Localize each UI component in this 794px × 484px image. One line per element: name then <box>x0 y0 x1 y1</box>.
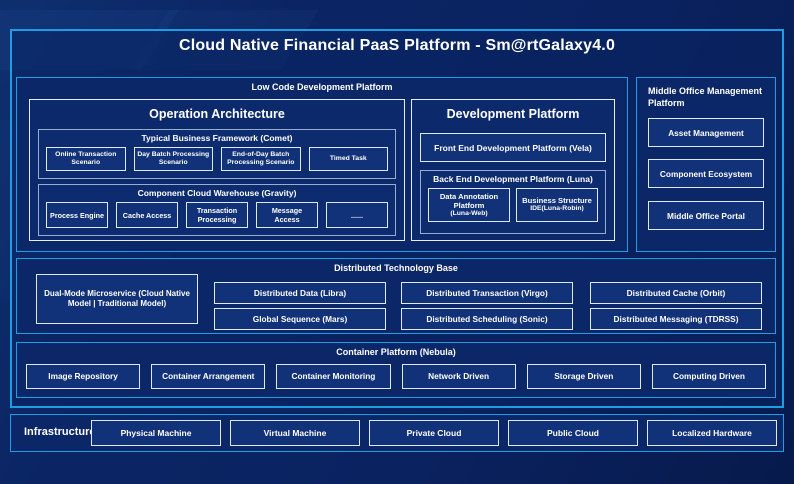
distributed-item-cache-orbit: Distributed Cache (Orbit) <box>590 282 762 304</box>
development-platform-title: Development Platform <box>446 107 580 121</box>
distributed-item-transaction-virgo: Distributed Transaction (Virgo) <box>401 282 573 304</box>
middle-office-item-middle-office-portal: Middle Office Portal <box>648 201 764 230</box>
middle-office-item-asset-management: Asset Management <box>648 118 764 147</box>
gravity-warehouse-label: Component Cloud Warehouse (Gravity) <box>137 188 297 198</box>
comet-framework-box: Typical Business Framework (Comet) Onlin… <box>38 129 396 179</box>
luna-item-data-annotation-subtitle: (Luna-Web) <box>450 210 488 218</box>
gravity-item-message-access: Message Access <box>256 202 318 228</box>
container-item-storage-driven: Storage Driven <box>526 364 641 389</box>
container-items-row: Image Repository Container Arrangement C… <box>17 357 775 389</box>
luna-item-business-structure: Business Structure IDE(Luna-Robin) <box>516 188 598 222</box>
development-platform-box: Development Platform Front End Developme… <box>411 99 615 241</box>
gravity-item-process-engine: Process Engine <box>46 202 108 228</box>
container-item-network-driven: Network Driven <box>401 364 516 389</box>
back-end-platform-luna-label: Back End Development Platform (Luna) <box>433 174 593 184</box>
low-code-platform-panel: Low Code Development Platform Operation … <box>16 77 628 252</box>
front-end-platform-vela-box: Front End Development Platform (Vela) <box>420 133 606 162</box>
distributed-base-panel: Distributed Technology Base Dual-Mode Mi… <box>16 258 776 334</box>
infrastructure-item-virtual-machine: Virtual Machine <box>230 420 360 446</box>
container-item-image-repository: Image Repository <box>26 364 141 389</box>
comet-items-row: Online Transaction Scenario Day Batch Pr… <box>39 143 395 171</box>
gravity-item-cache-access: Cache Access <box>116 202 178 228</box>
gravity-item-more: ...... <box>326 202 388 228</box>
luna-item-data-annotation: Data Annotation Platform (Luna-Web) <box>428 188 510 222</box>
middle-office-item-component-ecosystem: Component Ecosystem <box>648 159 764 188</box>
container-item-computing-driven: Computing Driven <box>651 364 767 389</box>
gravity-items-row: Process Engine Cache Access Transaction … <box>39 198 395 228</box>
middle-office-panel: Middle Office Management Platform Asset … <box>636 77 776 252</box>
container-item-container-monitoring: Container Monitoring <box>276 364 391 389</box>
infrastructure-item-private-cloud: Private Cloud <box>369 420 499 446</box>
infrastructure-item-public-cloud: Public Cloud <box>508 420 638 446</box>
comet-item-end-of-day-batch: End-of-Day Batch Processing Scenario <box>221 147 301 171</box>
distributed-item-global-sequence-mars: Global Sequence (Mars) <box>214 308 386 330</box>
infrastructure-label: Infrastructure <box>24 426 96 438</box>
comet-item-online-transaction: Online Transaction Scenario <box>46 147 126 171</box>
luna-item-data-annotation-title: Data Annotation Platform <box>439 191 499 210</box>
comet-item-timed-task: Timed Task <box>308 147 388 171</box>
container-platform-label: Container Platform (Nebula) <box>336 347 456 357</box>
distributed-item-data-libra: Distributed Data (Libra) <box>214 282 386 304</box>
luna-item-business-structure-title: Business Structure <box>522 196 592 206</box>
dual-mode-microservice-box: Dual-Mode Microservice (Cloud Native Mod… <box>36 274 198 324</box>
infrastructure-items-row: Physical Machine Virtual Machine Private… <box>91 420 777 446</box>
gravity-item-transaction-processing: Transaction Processing <box>186 202 248 228</box>
infrastructure-item-localized-hardware: Localized Hardware <box>647 420 777 446</box>
page-title: Cloud Native Financial PaaS Platform - S… <box>178 37 616 54</box>
comet-framework-label: Typical Business Framework (Comet) <box>141 133 293 143</box>
luna-items-row: Data Annotation Platform (Luna-Web) Busi… <box>421 184 605 222</box>
operation-architecture-title: Operation Architecture <box>149 107 285 121</box>
operation-architecture-box: Operation Architecture Typical Business … <box>29 99 405 241</box>
low-code-platform-label: Low Code Development Platform <box>251 82 393 92</box>
middle-office-label: Middle Office Management Platform <box>648 86 763 108</box>
container-item-container-arrangement: Container Arrangement <box>151 364 266 389</box>
distributed-base-label: Distributed Technology Base <box>334 263 458 273</box>
distributed-item-messaging-tdrss: Distributed Messaging (TDRSS) <box>590 308 762 330</box>
comet-item-day-batch: Day Batch Processing Scenario <box>133 147 213 171</box>
distributed-item-scheduling-sonic: Distributed Scheduling (Sonic) <box>401 308 573 330</box>
gravity-warehouse-box: Component Cloud Warehouse (Gravity) Proc… <box>38 184 396 236</box>
luna-item-business-structure-subtitle: IDE(Luna-Robin) <box>530 205 584 213</box>
infrastructure-panel: Infrastructure Physical Machine Virtual … <box>10 414 784 452</box>
back-end-platform-luna-box: Back End Development Platform (Luna) Dat… <box>420 170 606 234</box>
infrastructure-item-physical-machine: Physical Machine <box>91 420 221 446</box>
container-platform-panel: Container Platform (Nebula) Image Reposi… <box>16 342 776 398</box>
